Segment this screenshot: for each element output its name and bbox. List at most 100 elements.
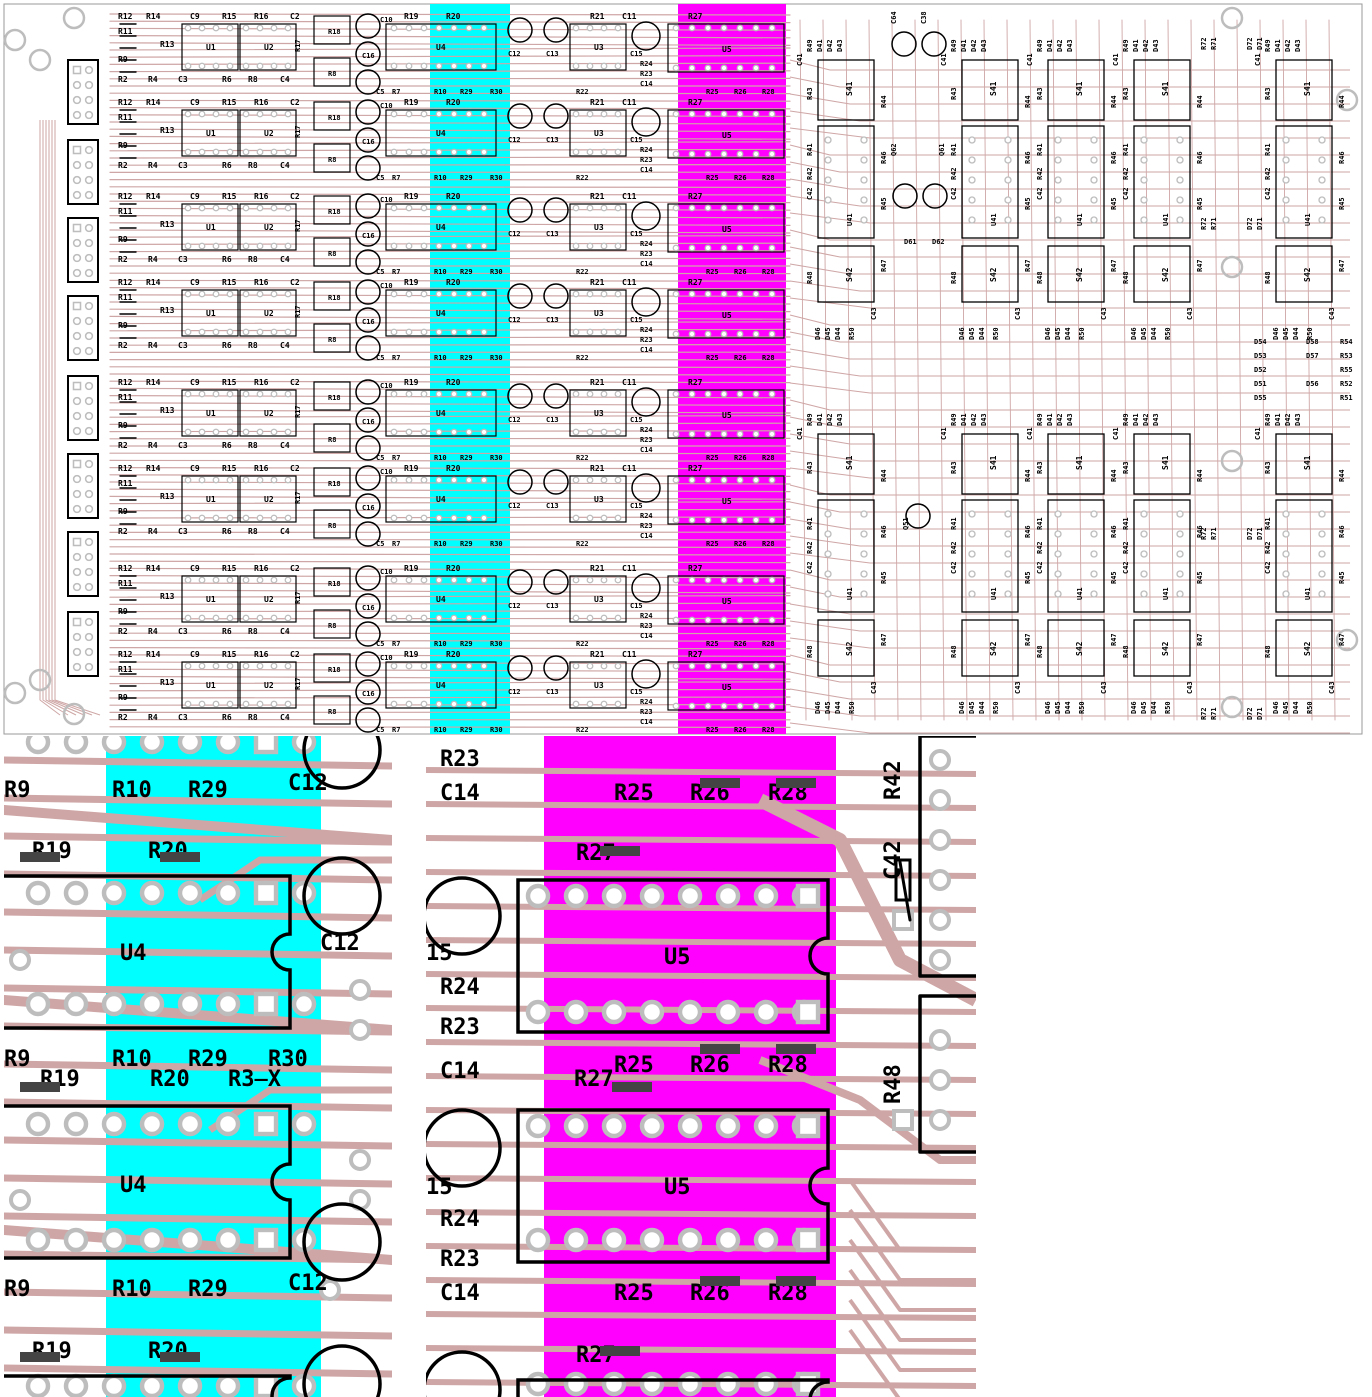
- ic-pin: [672, 702, 680, 710]
- vertical-trace: [891, 19, 899, 721]
- component-label-c14: C14: [640, 532, 653, 540]
- ic-pin: [768, 390, 776, 398]
- component-label-r17: R17: [294, 39, 302, 52]
- ic-u3-outline: [569, 23, 627, 71]
- ic-pin: [184, 242, 192, 250]
- ic-pin: [184, 62, 192, 70]
- component-label-r25: R25: [706, 268, 719, 276]
- component-label-r25: R25: [706, 454, 719, 462]
- ic-pin: [563, 999, 589, 1025]
- ic-pin: [1004, 550, 1012, 558]
- component-label-r50: R50: [1078, 701, 1086, 714]
- right-trace: [789, 688, 1350, 700]
- header-pin: [84, 489, 94, 499]
- component-label-d44: D44: [1150, 327, 1158, 340]
- u41-outline: [817, 125, 875, 239]
- ic-pin: [420, 148, 428, 156]
- component-label-r45: R45: [1338, 571, 1346, 584]
- via-pad: [928, 748, 952, 772]
- ic-pin: [390, 514, 398, 522]
- ic-pin: [752, 662, 760, 670]
- ic-pin: [480, 514, 488, 522]
- component-label-r9: R9: [4, 1047, 31, 1072]
- component-label-d45: D45: [824, 327, 832, 340]
- ic-pin: [572, 390, 580, 398]
- ic-pin: [586, 110, 594, 118]
- component-label-d45: D45: [1140, 701, 1148, 714]
- component-label-c42: C42: [950, 561, 958, 574]
- cap-c13: [543, 469, 569, 495]
- ic-pin: [1004, 530, 1012, 538]
- ic-pin: [860, 510, 868, 518]
- s41-outline: [817, 433, 875, 495]
- ic-pin: [450, 242, 458, 250]
- component-label-c15_partial: 15: [426, 1175, 453, 1200]
- bus-trace: [4, 1212, 392, 1226]
- component-label-r15: R15: [222, 464, 237, 473]
- ic-pin: [704, 110, 712, 118]
- ic-pin: [1004, 136, 1012, 144]
- component-label-r45: R45: [1338, 197, 1346, 210]
- cap-c15: [426, 1350, 502, 1397]
- s42-outline: [1133, 619, 1191, 677]
- ic-pin: [572, 476, 580, 484]
- ic-pin: [753, 1371, 779, 1397]
- ic-pin: [753, 883, 779, 909]
- cap-c13: [543, 103, 569, 129]
- component-label-d44: D44: [834, 327, 842, 340]
- ic-pin: [672, 430, 680, 438]
- component-label-r7: R7: [392, 88, 400, 96]
- mounting-hole: [28, 668, 52, 692]
- bus-trace: [109, 128, 791, 133]
- component-label-c10: C10: [380, 382, 393, 390]
- ic-pin: [242, 24, 250, 32]
- ic-pin: [420, 514, 428, 522]
- ic-pin: [572, 204, 580, 212]
- component-label-d41: D41: [1132, 39, 1140, 52]
- fan-trace: [848, 1298, 976, 1372]
- component-label-r26: R26: [734, 454, 747, 462]
- ic-pin: [639, 1227, 665, 1253]
- component-label-r23: R23: [440, 747, 480, 772]
- cap-c15: [426, 876, 502, 956]
- ic-pin: [614, 290, 622, 298]
- ic-pin: [242, 290, 250, 298]
- ic-pin: [215, 1373, 241, 1397]
- mounting-hole: [1335, 88, 1359, 112]
- mounting-hole: [3, 28, 27, 52]
- ic-pin: [720, 150, 728, 158]
- channel-strips: R12R14R11R13R9R2R4R6R8C3C4C9R15R16C2U1U2…: [118, 12, 785, 734]
- edge-connectors: [67, 59, 99, 677]
- ic-pin: [242, 700, 250, 708]
- ic-pin: [768, 64, 776, 72]
- component-label-r21: R21: [590, 650, 605, 659]
- ic-pin: [420, 428, 428, 436]
- component-label-r30: R30: [490, 88, 503, 96]
- component-label-r22: R22: [576, 540, 589, 548]
- component-label-r43: R43: [1122, 87, 1130, 100]
- ic-pin: [677, 1113, 703, 1139]
- header-pin: [72, 582, 82, 592]
- ic-pin: [688, 430, 696, 438]
- component-label-r8: R8: [328, 708, 336, 716]
- ic-pin: [198, 242, 206, 250]
- ic-pin: [688, 244, 696, 252]
- ic-pin: [586, 576, 594, 584]
- ic-pin: [572, 290, 580, 298]
- ic-pin: [525, 1113, 551, 1139]
- ic-pin: [715, 1371, 741, 1397]
- component-label-u5: U5: [664, 945, 691, 970]
- component-label-u3: U3: [594, 595, 604, 604]
- pin-1-pad: [253, 1227, 279, 1253]
- ic-pin: [525, 1371, 551, 1397]
- cap-c15: [631, 21, 661, 51]
- fan-trace: [848, 1268, 976, 1342]
- ic-pin: [405, 614, 413, 622]
- ic-pin: [736, 390, 744, 398]
- ic-pin: [600, 24, 608, 32]
- ic-pin: [752, 430, 760, 438]
- ic-pin: [1054, 570, 1062, 578]
- ic-pin: [465, 24, 473, 32]
- vertical-trace: [983, 19, 991, 721]
- component-label-u1: U1: [206, 495, 216, 504]
